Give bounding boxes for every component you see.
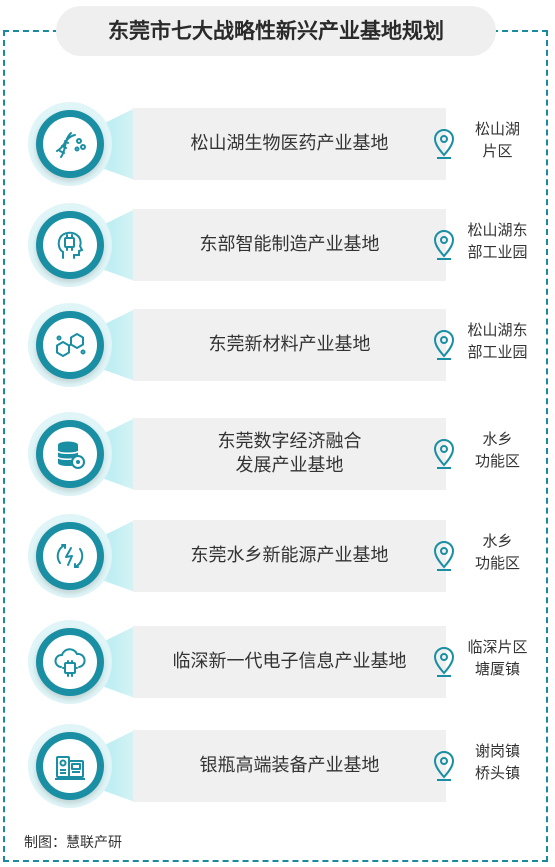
location-pin-icon [433, 751, 455, 781]
location-pin-icon [433, 129, 455, 159]
base-name-box: 东莞数字经济融合发展产业基地 [133, 418, 446, 490]
molecule-icon [43, 318, 97, 372]
renewable-energy-icon [43, 529, 97, 583]
base-location: 松山湖东部工业园 [467, 321, 528, 361]
base-row-new-energy: 东莞水乡新能源产业基地 水乡功能区 [0, 508, 555, 598]
cloud-chip-icon [43, 635, 97, 689]
base-name-box: 东莞新材料产业基地 [133, 309, 446, 381]
base-row-digital-economy: 东莞数字经济融合发展产业基地 水乡功能区 [0, 406, 555, 496]
base-name: 银瓶高端装备产业基地 [199, 755, 380, 776]
base-name: 临深新一代电子信息产业基地 [172, 651, 407, 672]
base-location: 谢岗镇桥头镇 [474, 742, 520, 782]
base-name-box: 东部智能制造产业基地 [133, 209, 446, 281]
base-location: 松山湖东部工业园 [467, 221, 528, 261]
base-row-biomedicine: 松山湖生物医药产业基地 松山湖片区 [0, 96, 555, 186]
base-name-box: 临深新一代电子信息产业基地 [133, 626, 446, 698]
dna-icon [43, 117, 97, 171]
base-row-new-materials: 东莞新材料产业基地 松山湖东部工业园 [0, 297, 555, 387]
base-row-intelligent-manufacturing: 东部智能制造产业基地 松山湖东部工业园 [0, 197, 555, 287]
base-name: 松山湖生物医药产业基地 [190, 133, 389, 154]
base-location: 临深片区塘厦镇 [467, 638, 528, 678]
location-pin-icon [433, 230, 455, 260]
base-location: 松山湖片区 [474, 120, 520, 160]
page-title: 东莞市七大战略性新兴产业基地规划 [56, 6, 496, 56]
location-pin-icon [433, 439, 455, 469]
base-row-electronic-info: 临深新一代电子信息产业基地 临深片区塘厦镇 [0, 614, 555, 704]
base-name-box: 松山湖生物医药产业基地 [133, 108, 446, 180]
base-location: 水乡功能区 [474, 532, 520, 572]
base-location: 水乡功能区 [474, 430, 520, 470]
base-row-high-end-equipment: 银瓶高端装备产业基地 谢岗镇桥头镇 [0, 718, 555, 808]
base-name: 东莞水乡新能源产业基地 [190, 545, 389, 566]
location-pin-icon [433, 541, 455, 571]
location-pin-icon [433, 647, 455, 677]
base-name: 东莞数字经济融合发展产业基地 [217, 431, 362, 476]
base-name-box: 银瓶高端装备产业基地 [133, 730, 446, 802]
database-icon [43, 427, 97, 481]
base-name-box: 东莞水乡新能源产业基地 [133, 520, 446, 592]
ai-head-icon [43, 218, 97, 272]
credit-text: 制图：慧联产研 [24, 835, 122, 851]
base-name: 东莞新材料产业基地 [208, 334, 371, 355]
machine-equipment-icon [43, 739, 97, 793]
base-name: 东部智能制造产业基地 [199, 234, 380, 255]
location-pin-icon [433, 330, 455, 360]
